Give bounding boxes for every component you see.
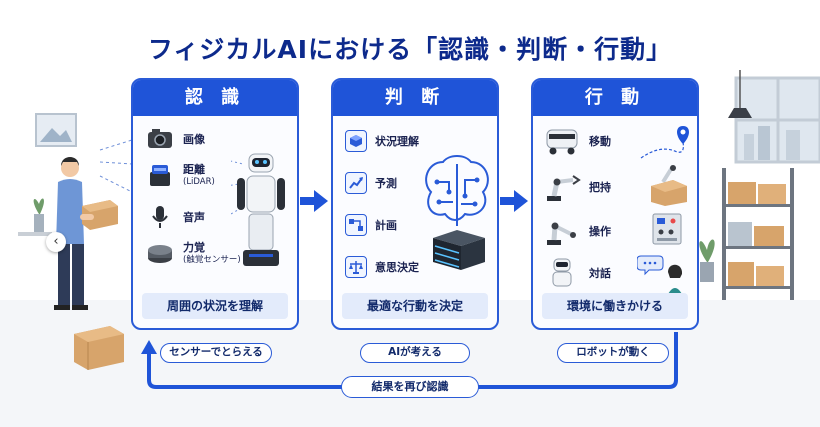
scale-icon xyxy=(345,256,367,278)
feedback-arrowhead xyxy=(141,340,157,354)
lidar-icon xyxy=(145,162,175,188)
item-label: 予測 xyxy=(375,177,397,190)
panel-judgment: 判 断 状況理解 予測 計画 意思決定 xyxy=(331,78,499,330)
item-label: 対話 xyxy=(589,267,611,280)
ai-brain-illustration xyxy=(425,155,489,270)
potted-plant xyxy=(699,239,715,282)
item-label: 状況理解 xyxy=(375,135,419,148)
person-holding-box xyxy=(54,157,118,310)
item-label: 力覚 xyxy=(183,241,205,255)
item-operate: 操作 xyxy=(543,216,611,246)
microphone-icon xyxy=(145,204,175,230)
caption-pill-robot: ロボットが動く xyxy=(557,343,669,363)
flow-plan-icon xyxy=(345,214,367,236)
panel-recognition: 認 識 画像 距離 (LiDAR) 音声 xyxy=(131,78,299,330)
floor-box xyxy=(74,326,124,370)
item-force: 力覚 (触覚センサー) xyxy=(145,240,241,266)
humanoid-robot-illustration xyxy=(231,153,285,266)
panel-heading: 認 識 xyxy=(133,80,297,116)
cube-icon xyxy=(345,130,367,152)
person-talking-icon xyxy=(637,255,683,296)
panel-heading: 判 断 xyxy=(333,80,497,116)
panel-heading: 行 動 xyxy=(533,80,697,116)
item-image: 画像 xyxy=(145,126,205,152)
robot-arm-icon xyxy=(543,172,581,202)
panel-action: 行 動 移動 把持 操作 xyxy=(531,78,699,330)
item-label: 操作 xyxy=(589,225,611,238)
flow-arrow-2 xyxy=(500,190,528,212)
feedback-loop-label: 結果を再び認識 xyxy=(341,376,479,398)
window xyxy=(734,76,820,164)
caption-pill-sensors: センサーでとらえる xyxy=(160,343,272,363)
item-audio: 音声 xyxy=(145,204,205,230)
trend-chart-icon xyxy=(345,172,367,194)
item-grasp: 把持 xyxy=(543,172,611,202)
sensing-lines xyxy=(99,139,133,193)
item-distance: 距離 (LiDAR) xyxy=(145,162,215,188)
panel-footer: 環境に働きかける xyxy=(542,293,688,319)
left-shelf xyxy=(18,232,52,236)
item-sublabel: (LiDAR) xyxy=(183,176,215,187)
humanoid-chat-icon xyxy=(543,258,581,288)
item-label: 画像 xyxy=(183,133,205,146)
diagram-title: フィジカルAIにおける「認識・判断・行動」 xyxy=(147,35,673,64)
panel-footer: 最適な行動を決定 xyxy=(342,293,488,319)
item-move: 移動 xyxy=(543,126,611,156)
mobile-robot-icon xyxy=(543,126,581,156)
item-label: 意思決定 xyxy=(375,261,419,274)
caption-pill-ai: AIが考える xyxy=(360,343,470,363)
server-rack xyxy=(433,230,485,270)
camera-icon xyxy=(145,126,175,152)
item-sublabel: (触覚センサー) xyxy=(183,254,241,265)
arm-with-box-icon xyxy=(651,164,687,206)
path-map-icon xyxy=(640,126,689,159)
storage-shelf xyxy=(722,168,794,300)
item-label: 計画 xyxy=(375,219,397,232)
panel-footer: 周囲の状況を理解 xyxy=(142,293,288,319)
item-dialogue: 対話 xyxy=(543,258,611,288)
previous-button[interactable]: ‹ xyxy=(46,232,66,252)
robot-arm-operate-icon xyxy=(543,216,581,246)
item-plan: 計画 xyxy=(345,214,397,236)
item-label: 移動 xyxy=(589,135,611,148)
control-panel-icon xyxy=(652,213,682,245)
item-situation: 状況理解 xyxy=(345,130,419,152)
item-prediction: 予測 xyxy=(345,172,397,194)
flow-arrow-1 xyxy=(300,190,328,212)
item-label: 距離 xyxy=(183,163,205,177)
item-decision: 意思決定 xyxy=(345,256,419,278)
item-label: 音声 xyxy=(183,211,205,224)
item-label: 把持 xyxy=(589,181,611,194)
force-sensor-icon xyxy=(145,240,175,266)
